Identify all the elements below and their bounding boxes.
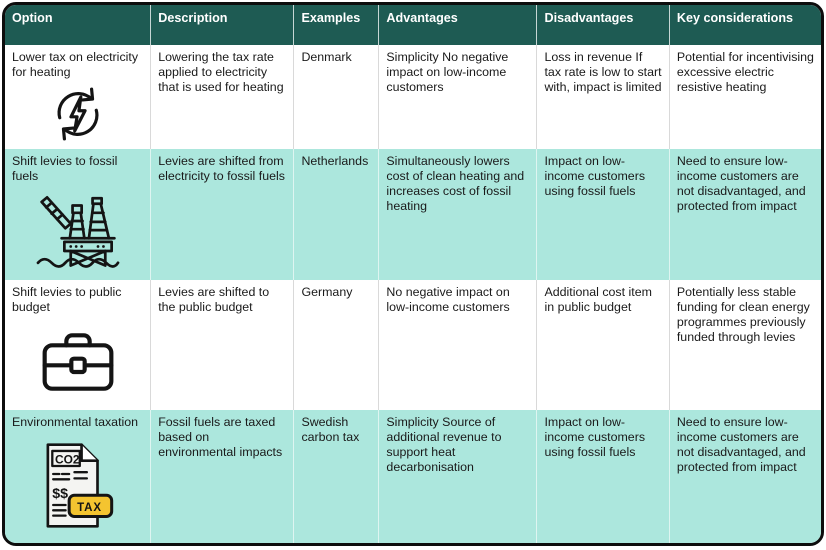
option-label: Shift levies to fossil fuels <box>12 154 118 184</box>
cell-key-considerations: Potentially less stable funding for clea… <box>668 280 821 410</box>
cell-disadvantages: Additional cost item in public budget <box>536 280 669 410</box>
header-key-considerations: Key considerations <box>668 5 821 45</box>
cell-advantages: No negative impact on low-income custome… <box>378 280 537 410</box>
cell-advantages: Simplicity No negative impact on low-inc… <box>378 45 537 149</box>
cell-examples: Netherlands <box>293 149 379 280</box>
cell-examples: Swedish carbon tax <box>293 410 379 543</box>
cell-advantages: Simplicity Source of additional revenue … <box>378 410 537 543</box>
header-examples: Examples <box>293 5 379 45</box>
cell-description: Lowering the tax rate applied to electri… <box>150 45 294 149</box>
header-advantages: Advantages <box>378 5 537 45</box>
option-label: Environmental taxation <box>12 415 139 429</box>
cell-examples: Denmark <box>293 45 379 149</box>
cell-key-considerations: Need to ensure low-income customers are … <box>668 410 821 543</box>
cell-examples: Germany <box>293 280 379 410</box>
header-disadvantages: Disadvantages <box>536 5 669 45</box>
oil-rig-icon <box>12 184 143 276</box>
cell-disadvantages: Loss in revenue If tax rate is low to st… <box>536 45 669 149</box>
co2-tax-document-icon: CO2 $$ TAX <box>12 430 143 539</box>
cell-description: Levies are shifted from electricity to f… <box>150 149 294 280</box>
cell-key-considerations: Need to ensure low-income customers are … <box>668 149 821 280</box>
option-label: Shift levies to public budget <box>12 285 122 315</box>
cell-disadvantages: Impact on low-income customers using fos… <box>536 149 669 280</box>
cell-option: Lower tax on electricity for heating <box>5 45 151 149</box>
cell-option: Shift levies to fossil fuels <box>5 149 151 280</box>
electricity-cycle-icon <box>12 80 143 145</box>
tax-badge-label: TAX <box>77 502 102 514</box>
cell-option: Shift levies to public budget <box>5 280 151 410</box>
header-description: Description <box>150 5 294 45</box>
cell-description: Levies are shifted to the public budget <box>150 280 294 410</box>
cell-description: Fossil fuels are taxed based on environm… <box>150 410 294 543</box>
dollars-label: $$ <box>52 486 68 502</box>
header-option: Option <box>5 5 151 45</box>
briefcase-icon <box>12 315 143 406</box>
cell-key-considerations: Potential for incentivising excessive el… <box>668 45 821 149</box>
cell-option: Environmental taxation CO2 $$ <box>5 410 151 543</box>
co2-label: CO2 <box>55 452 80 466</box>
option-label: Lower tax on electricity for heating <box>12 50 139 80</box>
cell-disadvantages: Impact on low-income customers using fos… <box>536 410 669 543</box>
table-grid: Option Description Examples Advantages D… <box>5 5 821 543</box>
cell-advantages: Simultaneously lowers cost of clean heat… <box>378 149 537 280</box>
